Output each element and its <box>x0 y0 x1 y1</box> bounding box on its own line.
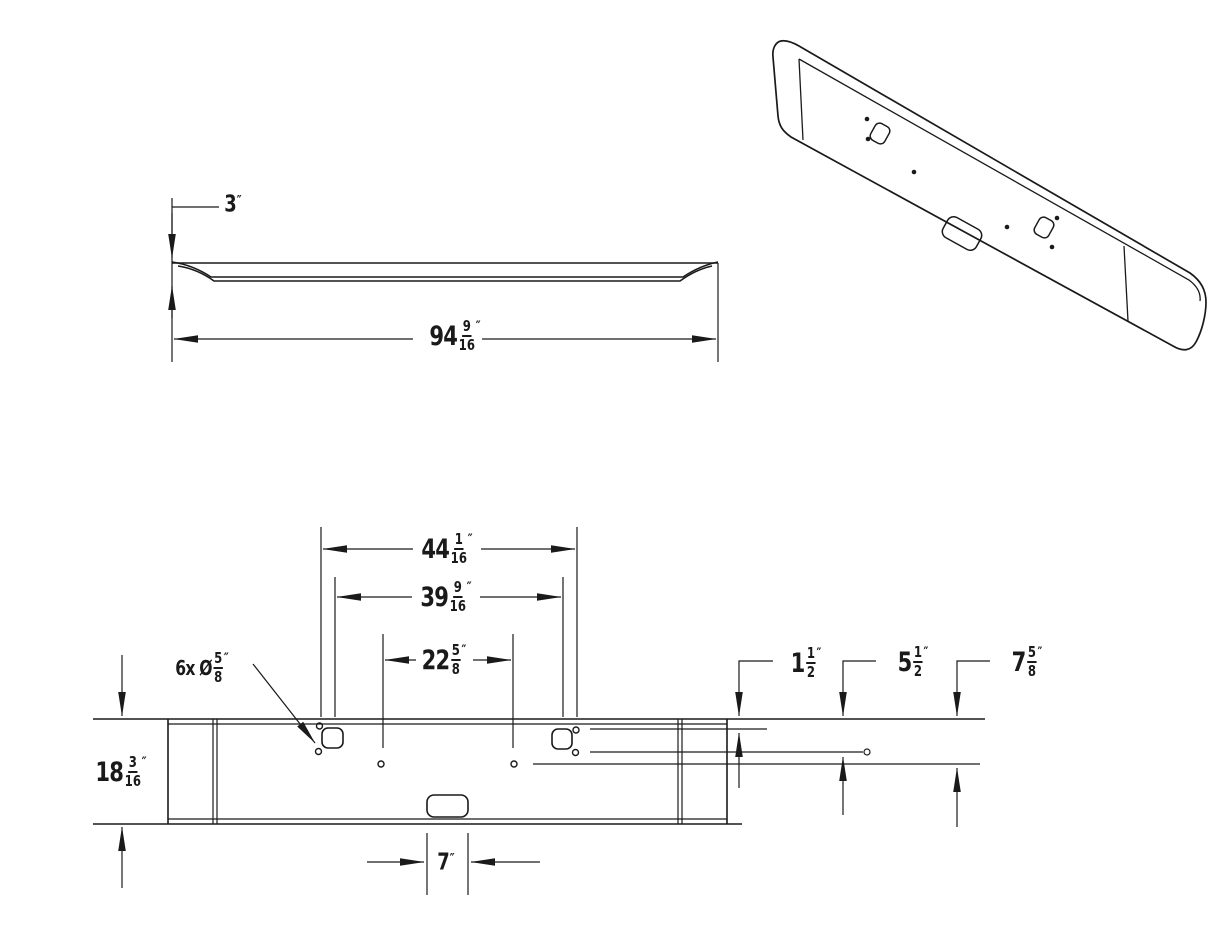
inch-mark: ″ <box>816 646 822 662</box>
dim-value: 7 <box>1011 646 1027 678</box>
corner-leader <box>839 660 876 717</box>
bolt-hole <box>510 760 518 768</box>
front-elevation-view <box>93 527 990 895</box>
inch-mark: ″ <box>141 755 147 771</box>
dim-value: 7 <box>437 849 450 876</box>
license-plate-hole-iso <box>941 215 983 252</box>
projection-end-dot <box>863 748 871 756</box>
bolt-hole <box>865 136 871 142</box>
inch-mark: ″ <box>923 645 929 661</box>
dim-value: 22 <box>421 644 451 676</box>
bolt-hole <box>911 169 917 175</box>
isometric-view <box>772 39 1207 351</box>
dim-value: 44 <box>421 533 450 565</box>
bolt-hole <box>377 760 385 768</box>
bolt-hole <box>315 722 324 730</box>
corner-leader <box>735 660 773 717</box>
top-roll-edge <box>798 58 1201 302</box>
dim-value: 39 <box>420 581 449 613</box>
bumper-face-outer <box>171 261 719 278</box>
bolt-hole <box>864 116 870 122</box>
inch-mark: ″ <box>236 193 242 210</box>
dim-value: 18 <box>95 756 124 788</box>
bolt-hole <box>314 747 323 756</box>
bumper-face-inner <box>177 265 713 282</box>
tow-hole-right-iso <box>1033 216 1055 239</box>
bolt-hole <box>1049 244 1055 250</box>
dim-value: 3 <box>224 191 237 218</box>
callout-prefix: 6x Ø <box>175 656 212 680</box>
inch-mark: ″ <box>467 532 473 548</box>
bolt-hole <box>1004 224 1010 230</box>
dim-value: 94 <box>429 320 458 352</box>
tow-hole-left-iso <box>869 122 891 145</box>
dim-value: 1 <box>790 647 806 679</box>
leader-arrow <box>252 663 316 744</box>
inch-mark: ″ <box>223 651 229 667</box>
inch-mark: ″ <box>1037 645 1043 661</box>
right-endcap-seam <box>1123 245 1129 322</box>
left-endcap-seam <box>798 58 804 141</box>
inch-mark: ″ <box>449 851 455 868</box>
top-profile-view <box>168 198 719 362</box>
inch-mark: ″ <box>475 319 481 335</box>
corner-leader <box>953 660 990 717</box>
bolt-hole <box>1054 215 1060 221</box>
dim-end-rise-label: 3″ <box>224 191 242 218</box>
bolt-hole <box>572 726 580 734</box>
dim-plate-width-label: 7″ <box>437 849 455 876</box>
dim-value: 5 <box>897 646 913 678</box>
inch-mark: ″ <box>466 580 472 596</box>
bolt-hole <box>571 748 580 757</box>
license-plate-hole <box>426 794 469 818</box>
bumper-outline-iso <box>772 39 1207 351</box>
tow-hole-left <box>321 727 344 749</box>
inch-mark: ″ <box>461 643 467 659</box>
tow-hole-right <box>551 728 573 750</box>
